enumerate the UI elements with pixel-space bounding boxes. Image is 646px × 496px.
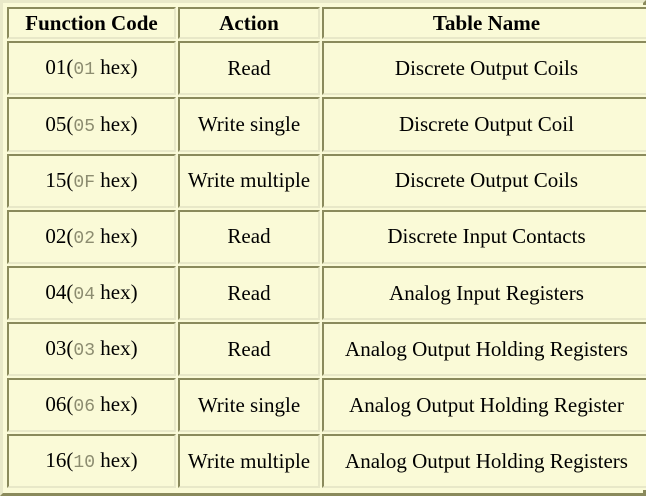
function-code-hex: 06: [73, 396, 96, 417]
header-row: Function Code Action Table Name: [7, 7, 646, 40]
function-code-hex: 01: [73, 60, 96, 81]
hex-open-paren: (: [66, 55, 74, 80]
function-code-hex: 02: [73, 228, 96, 249]
cell-function-code: 05(05 hex): [7, 97, 176, 152]
table-row: 16(10 hex) Write multiple Analog Output …: [7, 433, 646, 488]
function-code-hex: 05: [73, 116, 96, 137]
cell-action: Read: [178, 41, 320, 96]
cell-action: Write single: [178, 97, 320, 152]
function-code-decimal: 05: [45, 111, 67, 136]
function-code-decimal: 03: [45, 335, 67, 360]
cell-action: Write multiple: [178, 153, 320, 208]
column-header-table-name: Table Name: [322, 7, 646, 40]
hex-suffix: hex): [95, 223, 138, 248]
cell-action: Write multiple: [178, 433, 320, 488]
cell-action: Read: [178, 321, 320, 376]
table-header: Function Code Action Table Name: [7, 7, 646, 40]
function-code-decimal: 15: [45, 167, 67, 192]
hex-open-paren: (: [66, 448, 74, 473]
cell-function-code: 16(10 hex): [7, 433, 176, 488]
cell-table-name: Discrete Output Coils: [322, 153, 646, 208]
table-row: 04(04 hex) Read Analog Input Registers: [7, 265, 646, 320]
cell-table-name: Discrete Output Coil: [322, 97, 646, 152]
table-body: 01(01 hex) Read Discrete Output Coils 05…: [7, 41, 646, 488]
cell-function-code: 01(01 hex): [7, 41, 176, 96]
hex-open-paren: (: [66, 223, 74, 248]
hex-suffix: hex): [95, 448, 138, 473]
cell-function-code: 04(04 hex): [7, 265, 176, 320]
table-row: 05(05 hex) Write single Discrete Output …: [7, 97, 646, 152]
hex-open-paren: (: [66, 279, 74, 304]
cell-table-name: Analog Output Holding Registers: [322, 433, 646, 488]
hex-suffix: hex): [95, 55, 138, 80]
hex-suffix: hex): [95, 167, 138, 192]
table-row: 01(01 hex) Read Discrete Output Coils: [7, 41, 646, 96]
cell-action: Read: [178, 265, 320, 320]
cell-action: Read: [178, 209, 320, 264]
modbus-function-code-table: Function Code Action Table Name 01(01 he…: [5, 5, 646, 490]
function-code-hex: 04: [73, 284, 96, 305]
cell-function-code: 03(03 hex): [7, 321, 176, 376]
hex-open-paren: (: [66, 335, 74, 360]
hex-suffix: hex): [95, 111, 138, 136]
hex-suffix: hex): [95, 279, 138, 304]
cell-function-code: 02(02 hex): [7, 209, 176, 264]
cell-function-code: 15(0F hex): [7, 153, 176, 208]
table-row: 06(06 hex) Write single Analog Output Ho…: [7, 377, 646, 432]
function-code-decimal: 16: [45, 448, 67, 473]
hex-suffix: hex): [95, 391, 138, 416]
table-row: 15(0F hex) Write multiple Discrete Outpu…: [7, 153, 646, 208]
cell-table-name: Discrete Output Coils: [322, 41, 646, 96]
function-code-decimal: 02: [45, 223, 67, 248]
function-code-hex: 0F: [73, 172, 96, 193]
hex-open-paren: (: [66, 391, 74, 416]
cell-table-name: Analog Input Registers: [322, 265, 646, 320]
cell-action: Write single: [178, 377, 320, 432]
column-header-function-code: Function Code: [7, 7, 176, 40]
cell-table-name: Discrete Input Contacts: [322, 209, 646, 264]
function-code-hex: 03: [73, 340, 96, 361]
function-code-decimal: 04: [45, 279, 67, 304]
function-code-hex: 10: [73, 453, 96, 474]
table-row: 03(03 hex) Read Analog Output Holding Re…: [7, 321, 646, 376]
function-code-decimal: 06: [45, 391, 67, 416]
hex-open-paren: (: [66, 111, 74, 136]
cell-table-name: Analog Output Holding Registers: [322, 321, 646, 376]
cell-table-name: Analog Output Holding Register: [322, 377, 646, 432]
function-code-decimal: 01: [45, 55, 67, 80]
hex-open-paren: (: [66, 167, 74, 192]
cell-function-code: 06(06 hex): [7, 377, 176, 432]
table-row: 02(02 hex) Read Discrete Input Contacts: [7, 209, 646, 264]
column-header-action: Action: [178, 7, 320, 40]
hex-suffix: hex): [95, 335, 138, 360]
